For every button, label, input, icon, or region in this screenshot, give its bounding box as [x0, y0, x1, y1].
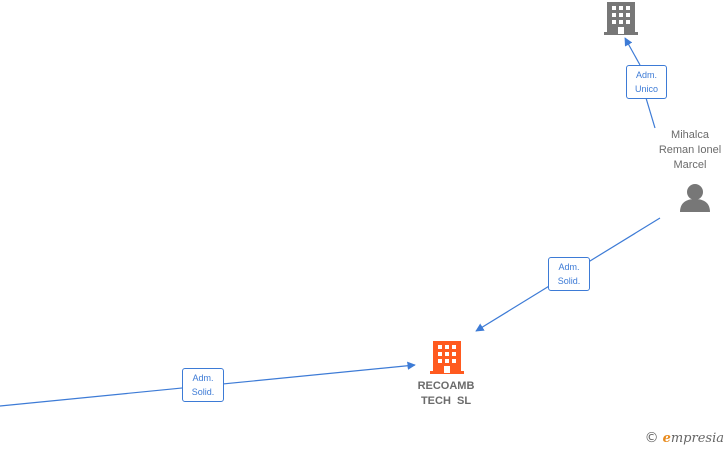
- person-icon[interactable]: [680, 184, 710, 212]
- copyright-symbol: ©: [644, 430, 659, 446]
- brand-initial: e: [662, 431, 671, 446]
- edge-label-adm-solid-person[interactable]: Adm. Solid.: [548, 257, 590, 291]
- company-name-line-2: TECH SL: [420, 395, 472, 407]
- building-icon[interactable]: [604, 2, 638, 35]
- company-building-icon[interactable]: [430, 341, 464, 374]
- person-name-line-1: Mihalca: [671, 129, 709, 141]
- edge-label-line-2: Solid.: [191, 387, 215, 397]
- edge-label-line-2: Solid.: [557, 276, 581, 286]
- edge-label-line-1: Adm.: [558, 262, 580, 272]
- edge-label-adm-solid-left[interactable]: Adm. Solid.: [182, 368, 224, 402]
- edge-label-line-2: Unico: [634, 84, 658, 94]
- company-name-label[interactable]: RECOAMB TECH SL: [396, 379, 496, 409]
- edge-adm-unico: [624, 37, 641, 66]
- person-name-line-2: Reman Ionel: [658, 144, 722, 156]
- person-name-label[interactable]: Mihalca Reman Ionel Marcel: [650, 128, 728, 173]
- edge-label-adm-unico[interactable]: Adm. Unico: [626, 65, 667, 99]
- brand-name: mpresia: [670, 431, 724, 446]
- edge-adm-unico-tail: [645, 97, 656, 129]
- company-name-line-1: RECOAMB: [417, 380, 475, 392]
- edge-label-line-1: Adm.: [192, 373, 214, 383]
- person-name-line-3: Marcel: [673, 159, 707, 171]
- edge-label-line-1: Adm.: [635, 70, 657, 80]
- empresia-logo: ©empresia: [645, 430, 724, 446]
